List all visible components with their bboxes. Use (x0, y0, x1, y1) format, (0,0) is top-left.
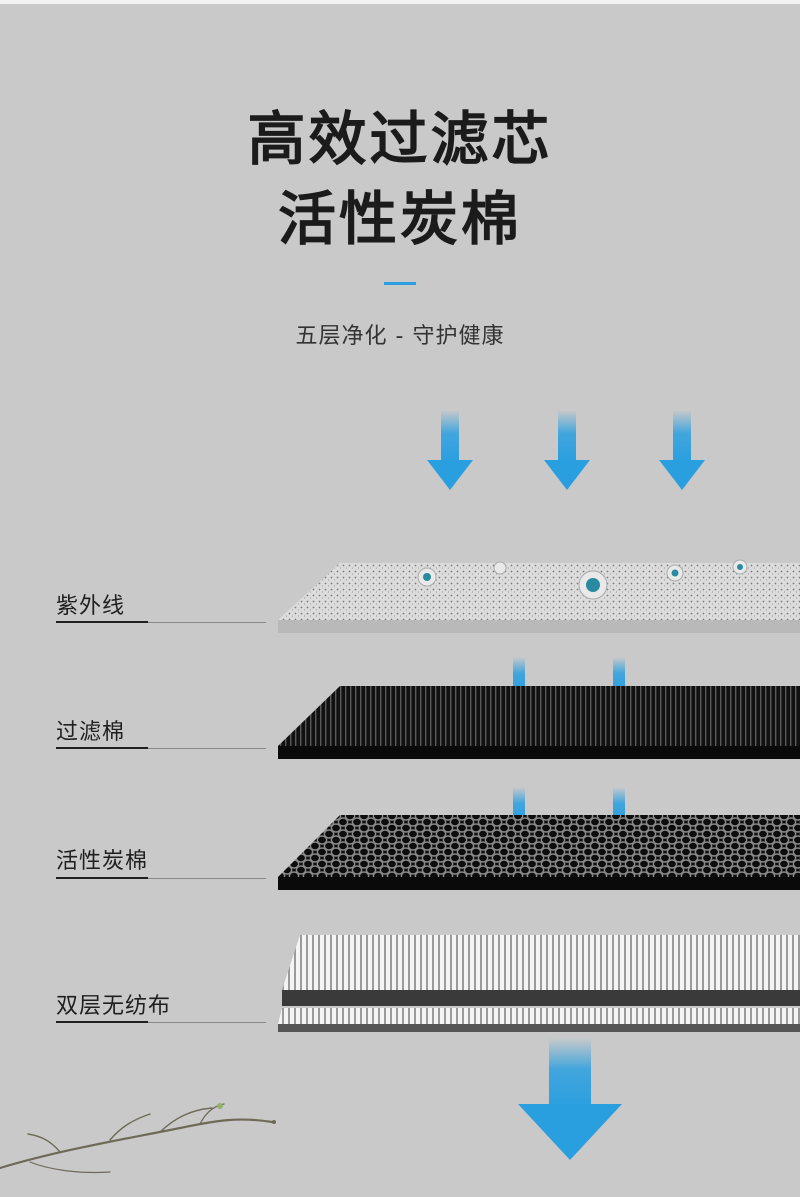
down-arrow-icon (544, 410, 590, 490)
layer-label-underline (56, 877, 266, 879)
page-subtitle: 五层净化 - 守护健康 (295, 324, 505, 349)
layer-label-underline (56, 621, 266, 623)
layer-label-underline (56, 1021, 266, 1023)
page-title-line1: 高效过滤芯 (247, 105, 553, 173)
down-arrow-icon (518, 1038, 622, 1160)
filter-cotton-layer-sheet (278, 686, 800, 759)
page-title-line2: 活性炭棉 (277, 185, 522, 253)
non-woven-fabric-layer-sheet (278, 935, 800, 1032)
layer-label-non-woven: 双层无纺布 (56, 994, 172, 1019)
layer-label-filter-cotton: 过滤棉 (56, 720, 126, 745)
down-arrow-icon (659, 410, 705, 490)
layer-label-underline (56, 747, 266, 749)
accent-divider (384, 282, 416, 285)
down-arrow-icon (427, 410, 473, 490)
layer-label-activated-carbon: 活性炭棉 (56, 849, 149, 874)
layer-label-uv: 紫外线 (56, 594, 126, 619)
top-border (0, 0, 800, 4)
branch-decoration-icon (0, 1103, 276, 1174)
uv-layer-sheet (278, 559, 800, 633)
activated-carbon-layer-sheet (278, 815, 800, 890)
